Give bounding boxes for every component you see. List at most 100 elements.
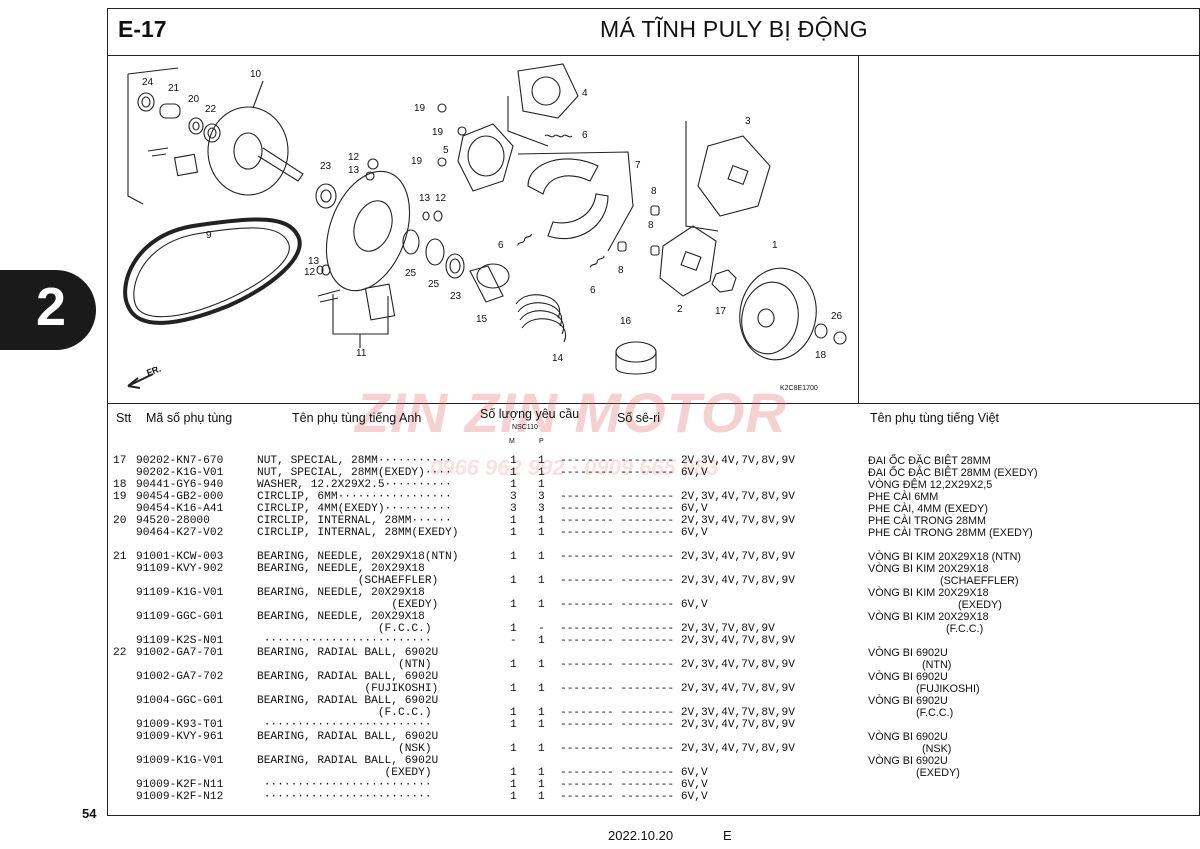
col-header-part-no: Mã số phụ tùng xyxy=(146,411,233,425)
row-part-number: 91009-K1G-V01 xyxy=(136,755,224,767)
row-name-en: (F.C.C.) xyxy=(257,623,432,635)
callout-18: 18 xyxy=(815,350,827,361)
row-name-en: (NSK) xyxy=(257,743,432,755)
row-name-en: BEARING, NEEDLE, 20X29X18 xyxy=(257,587,425,599)
col-header-name-en: Tên phụ tùng tiếng Anh xyxy=(292,411,422,425)
row-serial: -------- -------- 2V,3V,7V,8V,9V xyxy=(560,623,775,635)
row-qty-m: 1 xyxy=(510,575,517,587)
callout-10: 10 xyxy=(250,69,262,80)
footer-edition: E xyxy=(723,828,732,843)
row-qty-m: 3 xyxy=(510,491,517,503)
callout-12b: 12 xyxy=(435,193,447,204)
row-name-en: WASHER, 12.2X29X2.5·········· xyxy=(257,479,452,491)
row-stt: 19 xyxy=(113,491,127,503)
callout-3: 3 xyxy=(745,116,751,127)
row-stt: 18 xyxy=(113,479,127,491)
fr-label: FR. xyxy=(145,364,162,378)
row-part-number: 91001-KCW-003 xyxy=(136,551,224,563)
row-qty-p: 1 xyxy=(538,635,545,647)
row-part-number: 91109-K1G-V01 xyxy=(136,587,224,599)
row-name-vn: (F.C.C.) xyxy=(868,707,954,719)
row-serial: -------- -------- 6V,V xyxy=(560,467,708,479)
row-stt: 22 xyxy=(113,647,127,659)
row-serial: -------- -------- 2V,3V,4V,7V,8V,9V xyxy=(560,659,795,671)
row-name-vn: (NTN) xyxy=(868,659,952,671)
col-header-qty: Số lượng yêu cầu xyxy=(480,407,580,421)
row-name-en: CIRCLIP, 6MM················· xyxy=(257,491,452,503)
row-name-en: ························· xyxy=(257,635,432,647)
row-name-vn: ĐAI ỐC ĐẶC BIỆT 28MM (EXEDY) xyxy=(868,467,1038,479)
row-stt: 20 xyxy=(113,515,127,527)
row-part-number: 91004-GGC-G01 xyxy=(136,695,224,707)
row-name-vn: (NSK) xyxy=(868,743,952,755)
callout-25a: 25 xyxy=(405,268,417,279)
row-qty-p: 1 xyxy=(538,551,545,563)
row-name-vn: PHE CÀI TRONG 28MM xyxy=(868,515,986,527)
col-header-serial: Số sê-ri xyxy=(617,411,661,425)
callout-20: 20 xyxy=(188,94,200,105)
row-name-vn: VÒNG BI 6902U xyxy=(868,671,948,683)
row-qty-p: 1 xyxy=(538,767,545,779)
callout-19b: 19 xyxy=(432,127,444,138)
row-stt: 17 xyxy=(113,455,127,467)
row-part-number: 91009-K2F-N12 xyxy=(136,791,224,803)
page-number: 54 xyxy=(82,806,97,821)
row-name-vn: PHE CÀI 6MM xyxy=(868,491,939,503)
row-name-vn: VÒNG BI KIM 20X29X18 (NTN) xyxy=(868,551,1022,563)
callout-6a: 6 xyxy=(582,130,588,141)
row-serial: -------- -------- 2V,3V,4V,7V,8V,9V xyxy=(560,455,795,467)
row-serial: -------- -------- 6V,V xyxy=(560,599,708,611)
row-name-en: CIRCLIP, INTERNAL, 28MM(EXEDY) xyxy=(257,527,459,539)
row-name-vn: VÒNG BI 6902U xyxy=(868,695,948,707)
row-name-en: ························· xyxy=(257,791,432,803)
callout-21: 21 xyxy=(168,83,180,94)
row-name-vn: VÒNG BI KIM 20X29X18 xyxy=(868,587,989,599)
callout-15: 15 xyxy=(476,314,488,325)
callout-19c: 19 xyxy=(411,156,423,167)
callout-8b: 8 xyxy=(648,220,654,231)
row-qty-p: 1 xyxy=(538,719,545,731)
row-name-en: (FUJIKOSHI) xyxy=(257,683,439,695)
row-qty-p: 1 xyxy=(538,479,545,491)
row-qty-p: 1 xyxy=(538,683,545,695)
row-name-vn: VÒNG BI 6902U xyxy=(868,731,948,743)
row-part-number: 91109-GGC-G01 xyxy=(136,611,224,623)
row-qty-p: 1 xyxy=(538,455,545,467)
row-serial: -------- -------- 2V,3V,4V,7V,8V,9V xyxy=(560,491,795,503)
watermark-phone: 0966 962 992 · 0909 665 983 xyxy=(430,455,719,480)
callout-17: 17 xyxy=(715,306,727,317)
row-part-number: 94520-28000 xyxy=(136,515,210,527)
row-qty-m: - xyxy=(510,635,517,647)
row-name-vn: VÒNG BI 6902U xyxy=(868,647,948,659)
callout-6b: 6 xyxy=(498,240,504,251)
callout-12a: 12 xyxy=(348,152,360,163)
row-qty-p: 3 xyxy=(538,491,545,503)
callout-16: 16 xyxy=(620,316,632,327)
row-qty-m: 1 xyxy=(510,455,517,467)
row-serial: -------- -------- 2V,3V,4V,7V,8V,9V xyxy=(560,635,795,647)
row-name-en: BEARING, NEEDLE, 20X29X18 xyxy=(257,563,425,575)
row-name-vn: PHE CÀI TRONG 28MM (EXEDY) xyxy=(868,527,1033,539)
diagram-ref-code: K2C8E1700 xyxy=(780,385,818,392)
row-qty-p: 1 xyxy=(538,707,545,719)
row-qty-m: 1 xyxy=(510,659,517,671)
row-qty-p: 1 xyxy=(538,515,545,527)
row-part-number: 91109-KVY-902 xyxy=(136,563,224,575)
row-name-en: BEARING, RADIAL BALL, 6902U xyxy=(257,671,439,683)
row-qty-p: 1 xyxy=(538,779,545,791)
col-header-stt: Stt xyxy=(116,411,132,425)
row-serial: -------- -------- 2V,3V,4V,7V,8V,9V xyxy=(560,719,795,731)
row-qty-p: - xyxy=(538,623,545,635)
row-name-en: CIRCLIP, INTERNAL, 28MM······ xyxy=(257,515,452,527)
row-qty-m: 1 xyxy=(510,719,517,731)
row-part-number: 91109-K2S-N01 xyxy=(136,635,224,647)
row-serial: -------- -------- 2V,3V,4V,7V,8V,9V xyxy=(560,743,795,755)
exploded-parts-diagram: 24 10 21 20 22 23 12 13 19 19 19 5 4 6 7… xyxy=(123,63,847,392)
callout-23a: 23 xyxy=(320,161,332,172)
callout-6c: 6 xyxy=(590,285,596,296)
row-name-en: (EXEDY) xyxy=(257,767,432,779)
row-name-vn: (EXEDY) xyxy=(868,767,960,779)
row-name-en: NUT, SPECIAL, 28MM··········· xyxy=(257,455,452,467)
callout-8a: 8 xyxy=(651,186,657,197)
row-serial: -------- -------- 2V,3V,4V,7V,8V,9V xyxy=(560,575,795,587)
